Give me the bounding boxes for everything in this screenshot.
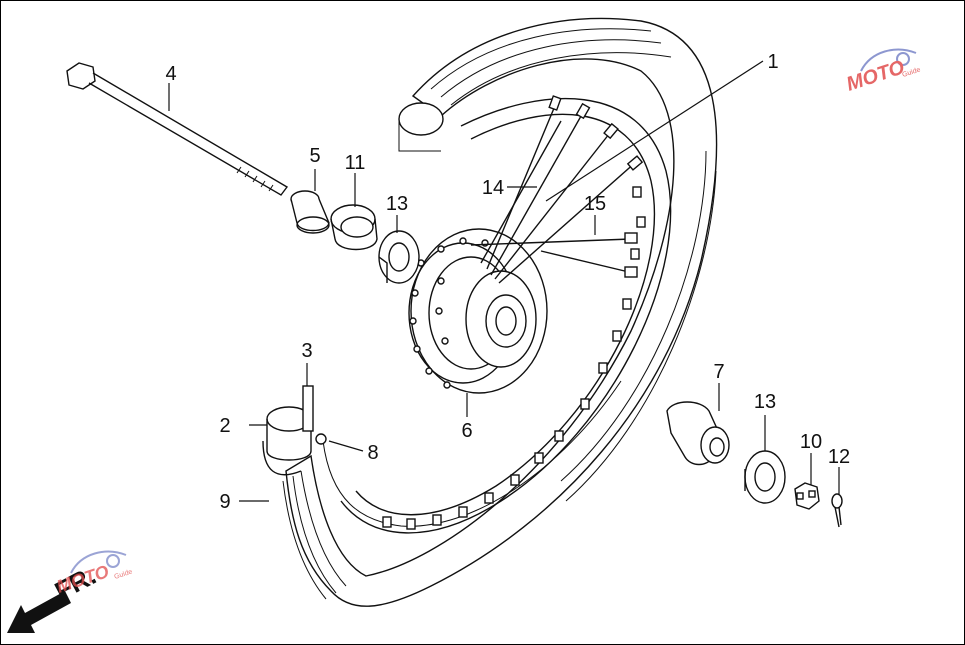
gear-logo-icon xyxy=(70,550,127,574)
callout-6: 6 xyxy=(461,420,472,442)
cotter-pin xyxy=(831,493,843,528)
spoke-nipples xyxy=(548,95,644,278)
watermark-text: MOTO xyxy=(844,56,908,95)
callout-4: 4 xyxy=(165,63,176,85)
gear-logo-icon xyxy=(860,48,917,72)
bearing-right xyxy=(744,450,786,504)
collar xyxy=(290,190,330,234)
spokes xyxy=(470,100,638,284)
callout-8: 8 xyxy=(367,442,378,464)
bearing-left xyxy=(378,230,420,284)
arrow-down-left-icon xyxy=(7,591,71,633)
axle-nut xyxy=(794,482,820,510)
hub xyxy=(408,228,548,394)
callout-labels: 1 2 3 4 5 6 7 8 9 10 11 12 13 13 14 15 xyxy=(165,51,850,513)
callout-14: 14 xyxy=(482,177,504,199)
callout-11: 11 xyxy=(345,152,366,174)
oil-seal xyxy=(330,204,378,251)
callout-2: 2 xyxy=(219,415,230,437)
tire xyxy=(282,17,718,607)
callout-13-left: 13 xyxy=(386,193,408,215)
callout-9: 9 xyxy=(219,491,230,513)
rim-holes xyxy=(382,186,646,530)
tube xyxy=(262,406,312,476)
callout-13-right: 13 xyxy=(754,391,776,413)
callout-5: 5 xyxy=(309,145,320,167)
callout-1: 1 xyxy=(767,51,778,73)
callout-10: 10 xyxy=(800,431,822,453)
leader-lines xyxy=(168,60,840,502)
valve-stem xyxy=(302,385,327,445)
spacer xyxy=(666,401,730,466)
callout-3: 3 xyxy=(301,340,312,362)
callout-12: 12 xyxy=(828,446,850,468)
watermark-suffix-2: Guide xyxy=(113,568,133,580)
axle-bolt xyxy=(66,62,289,196)
callout-15: 15 xyxy=(584,193,606,215)
watermark-top-right: MOTO Guide xyxy=(844,48,921,96)
callout-7: 7 xyxy=(713,361,724,383)
watermark-suffix: Guide xyxy=(901,66,921,78)
